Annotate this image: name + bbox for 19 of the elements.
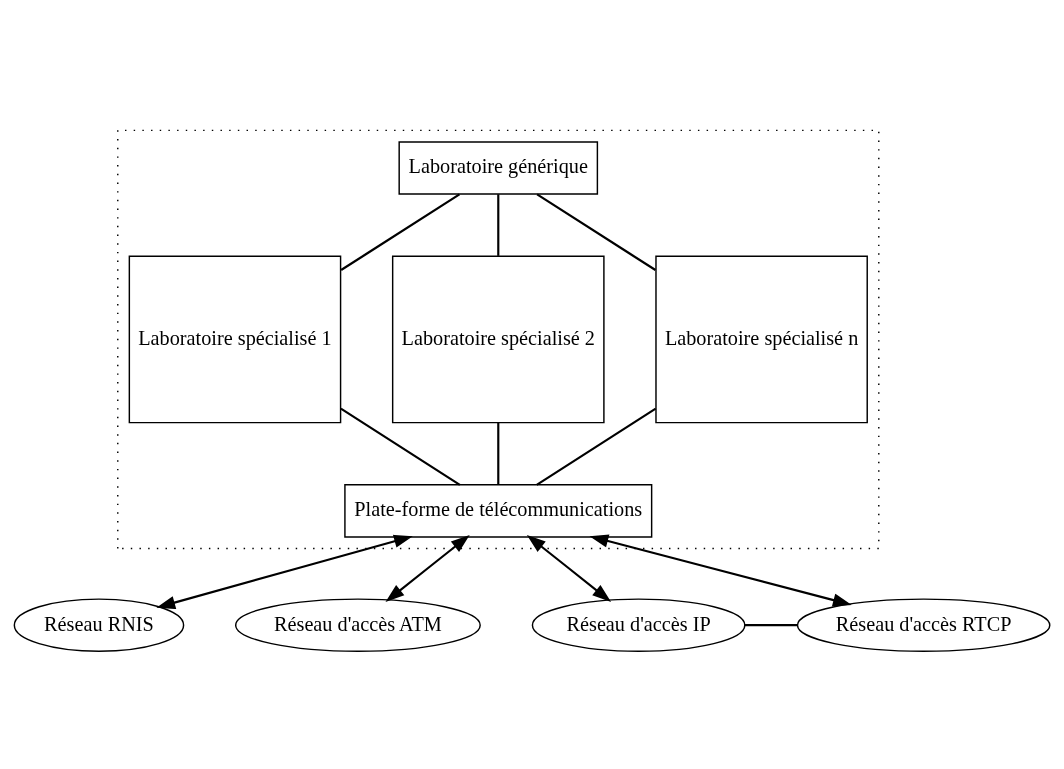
node-box: Laboratoire générique [398,140,599,195]
node-box: Laboratoire spécialisé 1 [128,255,342,423]
connector [744,623,798,626]
connector [340,192,461,271]
arrow [526,534,612,602]
node-box: Laboratoire spécialisé 2 [391,255,605,423]
connector [340,407,461,486]
node-box: Plate-forme de télécommunications [344,483,653,538]
arrow [589,534,852,606]
arrow [385,534,470,602]
connector [536,407,657,486]
node-ellipse: Réseau d'accès ATM [234,597,481,652]
arrow [156,534,413,609]
connector [497,422,500,485]
connector [497,193,500,256]
node-box: Laboratoire spécialisé n [655,255,868,423]
node-ellipse: Réseau d'accès RTCP [796,597,1051,652]
node-ellipse: Réseau d'accès IP [531,597,746,652]
connector [536,192,656,271]
